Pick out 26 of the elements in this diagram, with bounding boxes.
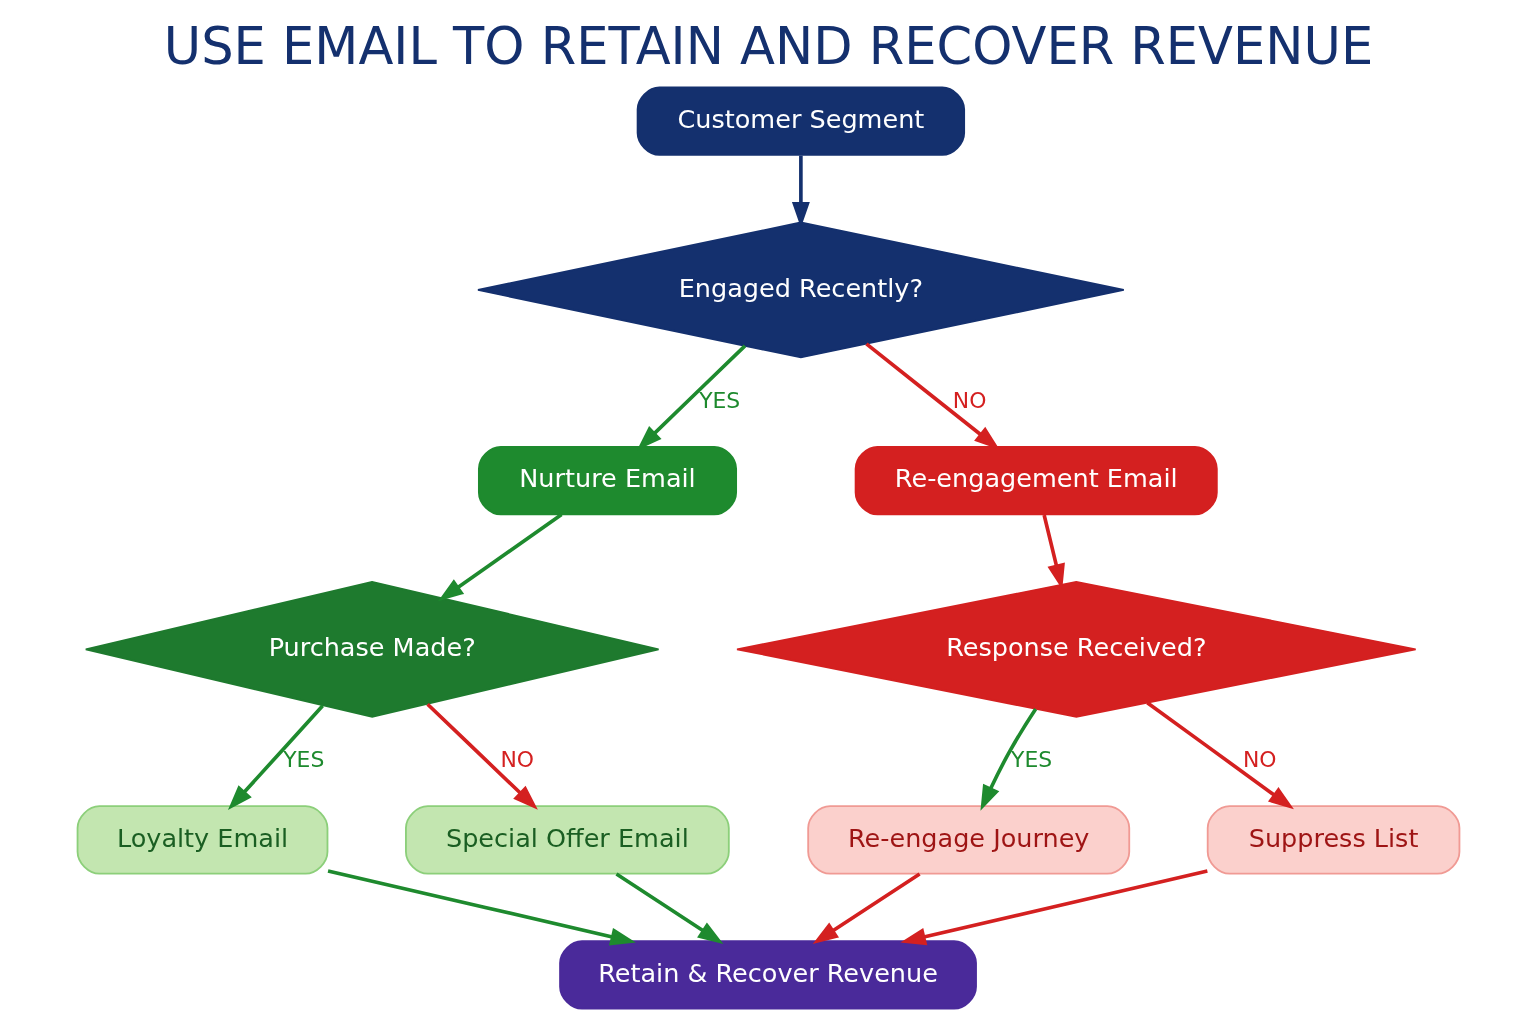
edge-label: NO (499, 746, 534, 772)
node-box: Customer Segment (636, 86, 965, 156)
edge-label: YES (698, 387, 740, 413)
node-box: Nurture Email (477, 445, 737, 515)
node-diamond: Response Received? (735, 580, 1417, 718)
node-diamond: Engaged Recently? (476, 221, 1125, 358)
arrow (327, 868, 636, 945)
edge-label: NO (952, 387, 986, 413)
edge-label: YES (282, 746, 324, 772)
arrow (899, 868, 1208, 945)
arrow (812, 871, 921, 944)
arrow (1145, 700, 1294, 809)
node-box: Retain & Recover Revenue (558, 939, 977, 1010)
arrow (227, 704, 324, 810)
node-box: Loyalty Email (76, 804, 328, 875)
arrow (437, 512, 563, 601)
arrow (614, 871, 723, 944)
node-box: Re-engage Journey (806, 804, 1130, 875)
arrow (425, 702, 538, 810)
edge-label: NO (1242, 746, 1276, 772)
node-box: Re-engagement Email (854, 445, 1218, 515)
diagram-title: USE EMAIL TO RETAIN AND RECOVER REVENUE (163, 16, 1373, 76)
node-box: Suppress List (1206, 804, 1460, 875)
arrow (979, 707, 1037, 811)
edge-label: YES (1010, 746, 1052, 772)
node-box: Special Offer Email (404, 804, 730, 875)
